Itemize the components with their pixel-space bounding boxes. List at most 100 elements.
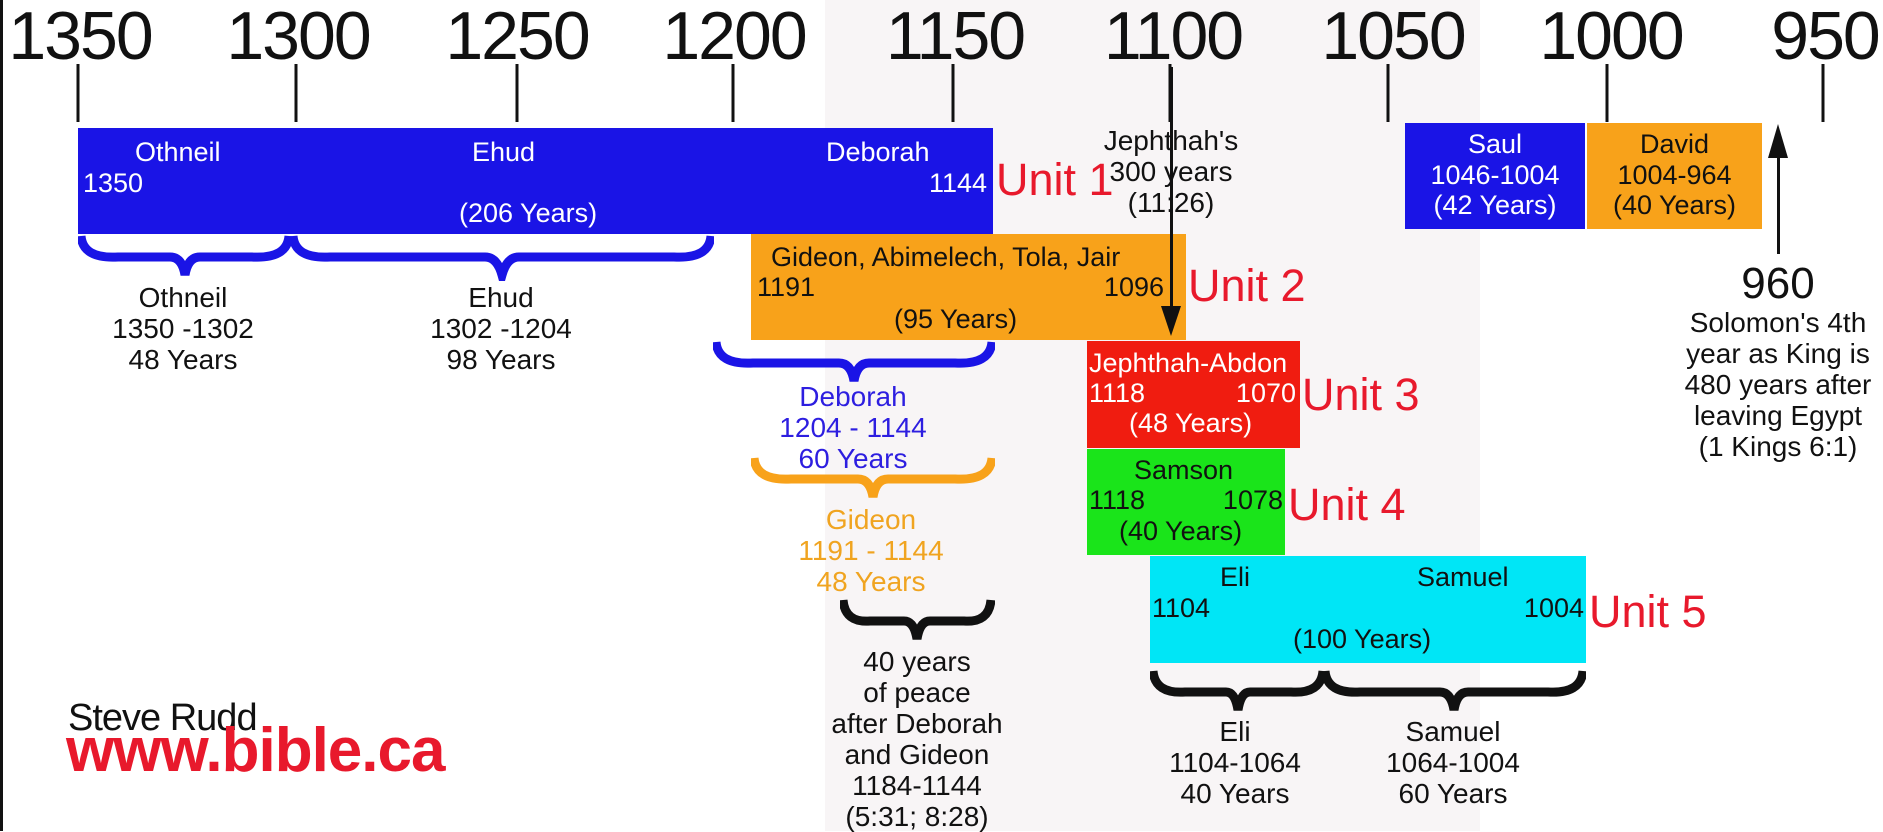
saul-name: Saul (1467, 129, 1523, 159)
peace-note-line: of peace (863, 677, 971, 708)
samuel-note-name: Samuel (1405, 716, 1501, 747)
eli-note-name: Eli (1219, 716, 1251, 747)
gideon-note-range: 1191 - 1144 (798, 535, 944, 566)
axis-tick (1821, 64, 1825, 122)
axis-tick (951, 64, 955, 122)
ehud-brace (290, 235, 714, 281)
author-credit: Steve Rudd (68, 697, 258, 739)
peace-brace (840, 599, 995, 640)
unit5-bar: Eli Samuel 1104 1004 (100 Years) (1150, 556, 1586, 663)
unit3-names: Jephthah-Abdon (1089, 348, 1288, 378)
unit1-label: Unit 1 (996, 154, 1114, 205)
unit4-start-year: 1118 (1089, 485, 1146, 515)
solomon-arrow-line (1777, 156, 1780, 254)
david-bar: David 1004-964 (40 Years) (1587, 123, 1762, 229)
unit1-start-year: 1350 (83, 168, 144, 198)
unit5-label: Unit 5 (1589, 586, 1707, 637)
peace-note-line: 40 years (863, 646, 971, 677)
david-range: 1004-964 (1617, 160, 1732, 190)
solomon-arrow-head (1768, 124, 1788, 158)
gideon-note-name: Gideon (825, 504, 917, 535)
othneil-label: Othneil (135, 137, 221, 167)
unit5-start-year: 1104 (1152, 593, 1211, 623)
samuel-note: Samuel 1064-1004 60 Years (1386, 716, 1520, 809)
unit4-end-year: 1078 (1222, 485, 1283, 515)
solomon-note-reference: (1 Kings 6:1) (1698, 431, 1858, 462)
jephthah-arrow-head (1161, 306, 1181, 336)
axis-label-1350: 1350 (8, 0, 153, 74)
deborah-label: Deborah (826, 137, 930, 167)
axis-tick (1605, 64, 1609, 122)
unit3-label: Unit 3 (1302, 369, 1420, 420)
axis-label-1150: 1150 (885, 0, 1026, 74)
unit4-bar: Samson 1118 1078 (40 Years) (1087, 449, 1285, 555)
unit5-span: (100 Years) (1293, 624, 1432, 654)
unit2-span: (95 Years) (894, 304, 1018, 334)
peace-note-range: 1184-1144 (852, 770, 982, 801)
unit2-label: Unit 2 (1188, 260, 1306, 311)
eli-brace (1150, 670, 1326, 711)
unit3-start-year: 1118 (1089, 378, 1146, 408)
axis-label-1100: 1100 (1103, 0, 1244, 74)
othneil-note-range: 1350 -1302 (112, 313, 254, 344)
ehud-note-years: 98 Years (446, 344, 556, 375)
othneil-brace (78, 235, 292, 276)
eli-bar-label: Eli (1220, 562, 1251, 592)
deborah-note-range: 1204 - 1144 (779, 412, 927, 443)
solomon-note-line: Solomon's 4th (1689, 307, 1867, 338)
ehud-note: Ehud 1302 -1204 98 Years (430, 282, 572, 375)
solomon-note: Solomon's 4th year as King is 480 years … (1685, 307, 1872, 462)
ehud-note-range: 1302 -1204 (430, 313, 572, 344)
unit4-names: Samson (1134, 455, 1234, 485)
unit2-end-year: 1096 (1103, 272, 1164, 302)
unit2-names: Gideon, Abimelech, Tola, Jair (771, 242, 1121, 272)
othneil-note: Othneil 1350 -1302 48 Years (112, 282, 254, 375)
axis-tick (294, 64, 298, 122)
solomon-year: 960 (1741, 259, 1815, 308)
solomon-note-line: year as King is (1686, 338, 1870, 369)
unit4-label: Unit 4 (1288, 479, 1406, 530)
gideon-note: Gideon 1191 - 1144 48 Years (798, 504, 943, 597)
eli-note-range: 1104-1064 (1169, 747, 1301, 778)
jephthah-arrow-line (1170, 67, 1173, 309)
deborah-note-name: Deborah (799, 381, 907, 412)
othneil-note-name: Othneil (138, 282, 228, 313)
axis-label-1250: 1250 (445, 0, 590, 74)
axis-label-1000: 1000 (1539, 0, 1684, 74)
axis-tick (731, 64, 735, 122)
peace-note-line: after Deborah (831, 708, 1003, 739)
unit2-bar: Gideon, Abimelech, Tola, Jair 1191 1096 … (751, 234, 1186, 340)
gideon-note-years: 48 Years (816, 566, 926, 597)
axis-tick (515, 64, 519, 122)
eli-note-years: 40 Years (1180, 778, 1290, 809)
deborah-note: Deborah 1204 - 1144 60 Years (779, 381, 926, 474)
david-name: David (1639, 129, 1710, 159)
solomon-note-line: 480 years after (1684, 369, 1872, 400)
ehud-note-name: Ehud (468, 282, 534, 313)
unit1-bar: Othneil Ehud Deborah 1350 1144 (206 Year… (78, 128, 993, 234)
unit3-bar: Jephthah-Abdon 1118 1070 (48 Years) (1087, 341, 1300, 448)
saul-range: 1046-1004 (1430, 160, 1560, 190)
unit3-span: (48 Years) (1129, 408, 1253, 438)
saul-bar: Saul 1046-1004 (42 Years) (1405, 123, 1585, 229)
samuel-brace (1322, 670, 1586, 711)
ehud-label: Ehud (472, 137, 536, 167)
unit2-start-year: 1191 (757, 272, 816, 302)
axis-label-950: 950 (1771, 0, 1880, 74)
unit3-end-year: 1070 (1235, 378, 1296, 408)
axis-tick (1386, 64, 1390, 122)
deborah-brace (713, 341, 995, 382)
site-url[interactable]: www.bible.ca (66, 716, 445, 785)
solomon-note-line: leaving Egypt (1693, 400, 1863, 431)
saul-span: (42 Years) (1433, 190, 1557, 220)
axis-tick (76, 64, 80, 122)
othneil-note-years: 48 Years (128, 344, 238, 375)
peace-note: 40 years of peace after Deborah and Gide… (831, 646, 1002, 832)
left-border (0, 0, 3, 831)
unit5-end-year: 1004 (1523, 593, 1584, 623)
david-span: (40 Years) (1612, 190, 1737, 220)
deborah-note-years: 60 Years (798, 443, 908, 474)
eli-note: Eli 1104-1064 40 Years (1169, 716, 1301, 809)
unit4-span: (40 Years) (1119, 516, 1243, 546)
samuel-note-years: 60 Years (1398, 778, 1508, 809)
